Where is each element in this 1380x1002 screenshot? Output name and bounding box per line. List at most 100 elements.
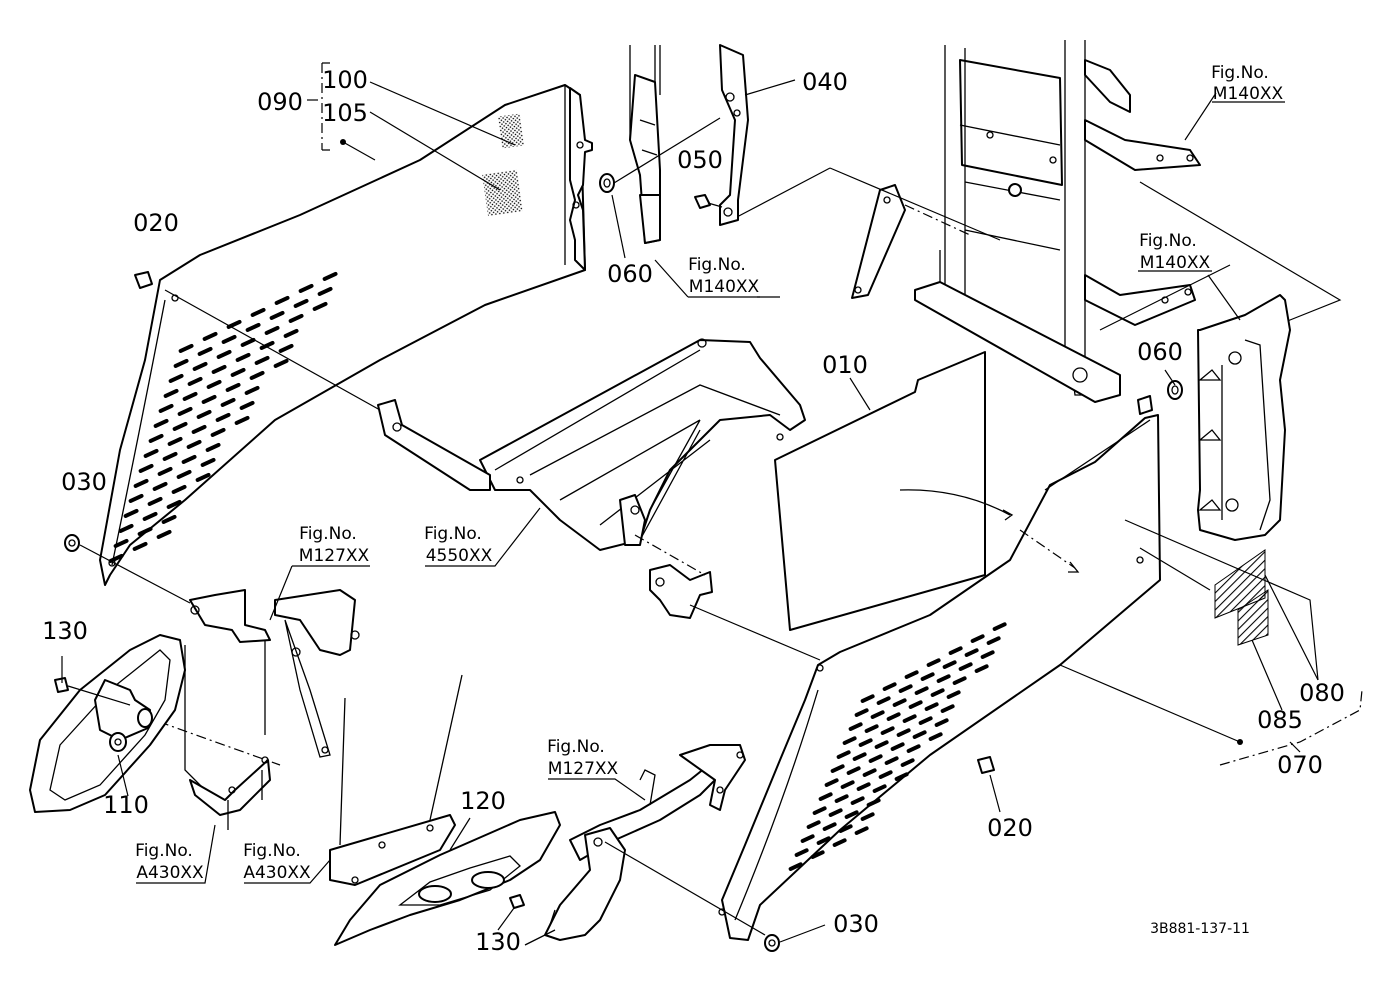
vent-slot: [930, 688, 945, 697]
vent-slot: [230, 367, 246, 377]
figref-title: Fig.No.: [1211, 63, 1269, 83]
vent-slot: [250, 307, 266, 317]
label-030-bottom: 030: [833, 910, 879, 938]
vent-slot: [142, 511, 158, 521]
vent-slot: [946, 690, 961, 699]
label-030-left: 030: [61, 468, 107, 496]
vent-slot: [259, 340, 275, 350]
vent-slot: [153, 418, 169, 428]
label-020-upper: 020: [133, 209, 179, 237]
vent-slot: [980, 650, 995, 659]
vent-slot: [866, 798, 881, 807]
vent-slot: [840, 780, 855, 789]
vent-slot: [288, 313, 304, 323]
vent-slot: [132, 541, 148, 551]
vent-slot: [171, 484, 187, 494]
figref-title: Fig.No.: [135, 841, 193, 861]
vent-slot: [894, 772, 909, 781]
vent-slot: [163, 388, 179, 398]
vent-slot: [822, 822, 837, 831]
figref-code: M140XX: [1213, 84, 1284, 104]
figref-title: Fig.No.: [688, 255, 746, 275]
lower-center-bracket: [524, 744, 766, 946]
center-bracket-assembly: [599, 44, 749, 244]
vent-slot: [274, 295, 290, 305]
vent-slot: [800, 834, 815, 843]
vent-slot: [872, 784, 887, 793]
vent-slot: [928, 732, 943, 741]
vent-slot: [254, 355, 270, 365]
vent-slot: [860, 694, 875, 703]
vent-slot: [172, 421, 188, 431]
vent-slot: [186, 439, 202, 449]
vent-slot: [992, 622, 1007, 631]
label-085: 085: [1257, 706, 1303, 734]
vent-slot: [220, 397, 236, 407]
vent-slot: [878, 770, 893, 779]
vent-slot: [152, 481, 168, 491]
vent-slot: [912, 730, 927, 739]
figref-title: Fig.No.: [547, 737, 605, 757]
vent-slot: [794, 848, 809, 857]
vent-slot: [854, 826, 869, 835]
vent-slot: [273, 358, 289, 368]
vent-slot: [245, 322, 261, 332]
label-130-left: 130: [42, 617, 88, 645]
part-number-labels: 020 020 030 030 040 050 060 060 010 090 …: [42, 66, 1345, 956]
figref-title: Fig.No.: [299, 524, 357, 544]
vent-slot: [168, 373, 184, 383]
label-105: 105: [322, 99, 368, 127]
vent-slot: [904, 670, 919, 679]
vent-slot: [806, 820, 821, 829]
vent-slot: [244, 385, 260, 395]
vent-slot: [178, 343, 194, 353]
vent-slot: [235, 352, 251, 362]
vent-slot: [200, 457, 216, 467]
sheet-010: [774, 351, 1014, 631]
vent-slot: [844, 810, 859, 819]
figref-code: M127XX: [299, 546, 370, 566]
vent-slot: [215, 412, 231, 422]
vent-slot: [846, 766, 861, 775]
vent-slot: [113, 538, 129, 548]
vent-slot: [958, 662, 973, 671]
center-frame: [79, 289, 821, 661]
vent-slot: [880, 726, 895, 735]
figure-references: Fig.No. M140XX Fig.No. M140XX Fig.No. M1…: [135, 63, 1285, 883]
vent-slot: [850, 796, 865, 805]
vent-slot: [216, 349, 232, 359]
figref-code: M140XX: [689, 277, 760, 297]
label-110: 110: [103, 791, 149, 819]
vent-slot: [940, 704, 955, 713]
vent-slot: [202, 331, 218, 341]
vent-slot: [828, 808, 843, 817]
vent-slots-left: [108, 271, 338, 563]
vent-slot: [812, 806, 827, 815]
vent-slot: [137, 526, 153, 536]
vent-slot: [862, 768, 877, 777]
vent-slot: [195, 472, 211, 482]
fasteners: [64, 139, 1243, 952]
vent-slot: [892, 698, 907, 707]
vent-slot: [205, 442, 221, 452]
vent-slot: [858, 738, 873, 747]
vent-slot: [143, 448, 159, 458]
vent-slot: [166, 499, 182, 509]
lamp-110: [29, 634, 186, 813]
figref-code: A430XX: [136, 863, 204, 883]
label-070: 070: [1277, 751, 1323, 779]
vent-slot: [298, 283, 314, 293]
vent-slot: [156, 529, 172, 539]
vent-slot: [902, 714, 917, 723]
vent-slot: [824, 778, 839, 787]
vent-slot: [210, 427, 226, 437]
vent-slot: [225, 382, 241, 392]
vent-slot: [986, 636, 1001, 645]
vent-slot: [181, 454, 197, 464]
vent-slot: [842, 736, 857, 745]
vent-slot: [836, 750, 851, 759]
label-010: 010: [822, 351, 868, 379]
vent-slot: [848, 722, 863, 731]
vent-slot: [158, 403, 174, 413]
vent-slot: [161, 514, 177, 524]
